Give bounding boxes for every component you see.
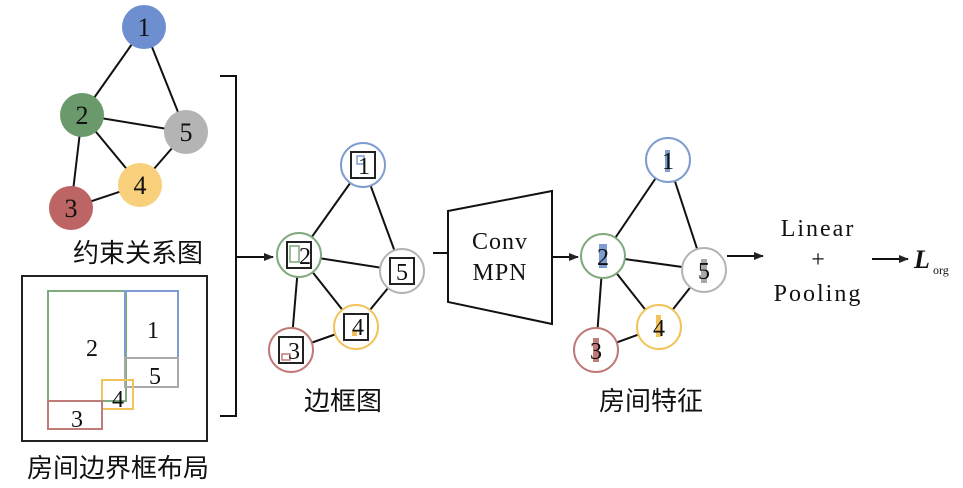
feature-mark — [665, 150, 670, 172]
output-stage: Linear + Pooling L org — [727, 216, 949, 307]
node-label: 4 — [352, 315, 364, 341]
room-label-3: 3 — [71, 407, 83, 433]
room-label-2: 2 — [86, 336, 98, 362]
node-label: 1 — [138, 13, 151, 42]
bbox-icon — [343, 313, 369, 341]
constraint-node-5: 5 — [164, 110, 208, 154]
mpn-label: MPN — [472, 260, 527, 286]
bbox-icon — [286, 241, 312, 269]
node-label: 2 — [597, 245, 609, 271]
bbox-node-5: 5 — [379, 248, 425, 294]
constraint-node-3: 3 — [49, 186, 93, 230]
node-label: 3 — [590, 339, 602, 365]
bbox-node-3: 3 — [268, 327, 314, 373]
node-label: 2 — [76, 101, 89, 130]
bbox-icon — [278, 336, 304, 364]
layout-frame — [21, 275, 208, 442]
feature-graph-label: 房间特征 — [599, 387, 703, 417]
node-label: 5 — [396, 260, 408, 286]
bracket-line — [220, 75, 237, 417]
room-label-5: 5 — [149, 364, 161, 390]
bbox-icon — [389, 257, 415, 285]
node-label: 4 — [134, 171, 147, 200]
node-circle — [49, 186, 93, 230]
node-circle — [164, 110, 208, 154]
node-label: 1 — [358, 154, 370, 180]
bbox-graph-label: 边框图 — [304, 387, 382, 417]
room-label-4: 4 — [112, 387, 124, 413]
node-label: 5 — [698, 259, 710, 285]
bbox-node-1: 1 — [340, 142, 386, 188]
input-bracket — [220, 75, 274, 417]
bbox-icon-inner — [281, 353, 291, 361]
node-label: 5 — [180, 118, 193, 147]
bbox-icon — [350, 151, 376, 179]
bbox-node-2: 2 — [276, 232, 322, 278]
feature-graph: 1 2 5 4 3 房间特征 — [573, 137, 727, 417]
constraint-node-1: 1 — [122, 5, 166, 49]
feature-mark — [593, 338, 599, 362]
loss-symbol: L — [913, 245, 930, 274]
node-label: 1 — [662, 149, 674, 175]
conv-trapezoid — [447, 189, 553, 326]
node-circle — [118, 163, 162, 207]
node-label: 4 — [653, 316, 665, 342]
feature-mark — [656, 315, 661, 337]
constraint-node-4: 4 — [118, 163, 162, 207]
feature-node-1: 1 — [645, 137, 691, 183]
node-circle — [122, 5, 166, 49]
feature-node-4: 4 — [636, 304, 682, 350]
plus-label: + — [811, 247, 825, 273]
constraint-graph-label: 约束关系图 — [73, 239, 203, 269]
feature-mark — [701, 259, 707, 283]
constraint-graph: 1 2 5 4 3 约束关系图 — [49, 5, 208, 269]
feature-node-3: 3 — [573, 327, 619, 373]
conv-mpn-block: Conv MPN — [433, 189, 579, 326]
feature-node-2: 2 — [580, 233, 626, 279]
node-label: 2 — [299, 244, 311, 270]
room-box-4 — [101, 379, 134, 410]
layout-panel-label: 房间边界框布局 — [27, 454, 209, 484]
room-label-1: 1 — [147, 318, 159, 344]
room-box-5 — [124, 357, 179, 388]
bbox-icon-inner — [356, 155, 365, 165]
node-label: 3 — [65, 194, 78, 223]
node-circle — [60, 93, 104, 137]
bbox-icon-inner — [289, 245, 300, 263]
loss-subscript: org — [933, 263, 949, 277]
room-layout-panel: 2 1 5 4 3 房间边界框布局 — [21, 275, 209, 484]
feature-mark — [599, 244, 607, 268]
conv-label: Conv — [472, 229, 528, 255]
room-box-3 — [47, 400, 103, 430]
node-label: 3 — [288, 339, 300, 365]
constraint-node-2: 2 — [60, 93, 104, 137]
pooling-label: Pooling — [774, 281, 863, 307]
bbox-node-4: 4 — [333, 304, 379, 350]
linear-label: Linear — [781, 216, 856, 242]
feature-node-5: 5 — [681, 247, 727, 293]
bbox-icon-inner — [352, 330, 357, 336]
bbox-graph: 1 2 5 4 3 边框图 — [268, 142, 425, 417]
